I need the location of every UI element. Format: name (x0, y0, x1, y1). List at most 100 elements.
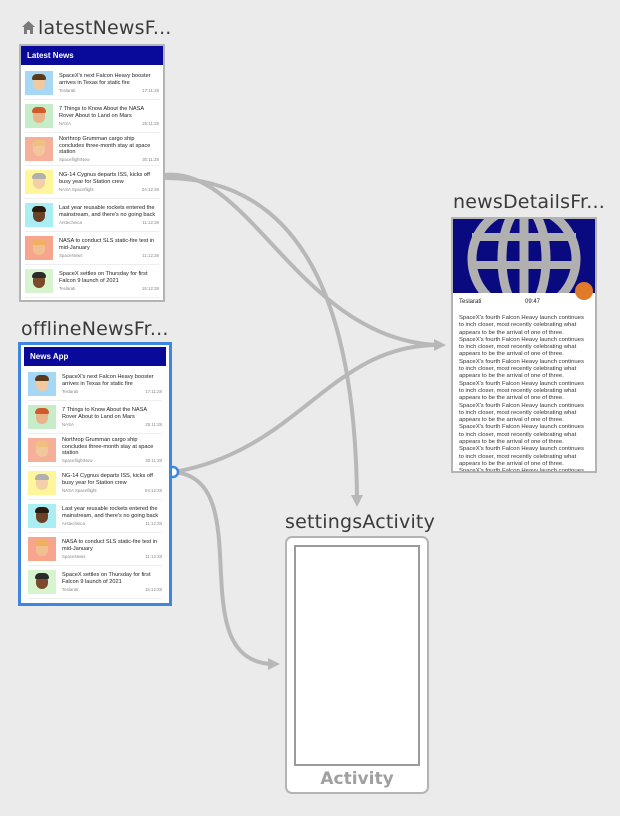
news-title: SpaceX's next Falcon Heavy booster arriv… (62, 374, 154, 387)
arrowhead-settings-left (268, 658, 280, 670)
news-time: 15:12:28 (144, 586, 162, 592)
news-title: SpaceX settles on Thursday for first Fal… (59, 271, 148, 284)
avatar-icon (25, 71, 53, 95)
globe-icon (453, 219, 595, 316)
news-title: Northrop Grumman cargo ship concludes th… (62, 437, 154, 457)
latest-news-toolbar: Latest News (21, 46, 163, 65)
details-time: 09:47 (525, 299, 541, 305)
news-time: 30:11:28 (145, 457, 162, 463)
news-details-fragment-preview[interactable]: Teslarati 09:47 SpaceX's fourth Falcon H… (451, 217, 597, 473)
avatar-icon (28, 372, 56, 396)
list-item[interactable]: Northrop Grumman cargo ship concludes th… (25, 133, 159, 166)
destination-title-latest-news-label: latestNewsF... (38, 17, 172, 39)
news-time: 25:11:28 (142, 120, 159, 126)
settings-activity-preview[interactable]: Activity (285, 536, 429, 794)
news-title: Last year reusable rockets entered the m… (62, 506, 159, 519)
details-meta-row: Teslarati 09:47 (453, 293, 595, 305)
news-source: Arstechnica (62, 520, 85, 526)
list-item[interactable]: Turksat telecom satellite set to launch … (25, 298, 159, 300)
avatar-icon (28, 504, 56, 528)
list-item[interactable]: SpaceX's next Falcon Heavy booster arriv… (28, 368, 162, 401)
latest-news-fragment-preview[interactable]: Latest News SpaceX's next Falcon Heavy b… (19, 44, 165, 302)
avatar-icon (25, 137, 53, 161)
news-time: 11:12:28 (145, 553, 162, 559)
offline-news-toolbar: News App (24, 347, 166, 366)
news-title: SpaceX settles on Thursday for first Fal… (62, 572, 151, 585)
news-source: SpaceflightNow (62, 457, 93, 463)
news-source: SpaceNews (62, 553, 86, 559)
action-arrow-offline-to-details (173, 343, 439, 474)
news-source: SpaceflightNow (59, 156, 90, 162)
news-source: NASA Spaceflight (62, 487, 97, 493)
offline-news-list: SpaceX's next Falcon Heavy booster arriv… (24, 366, 166, 606)
destination-title-settings-activity[interactable]: settingsActivity (285, 511, 436, 533)
offline-news-fragment-preview[interactable]: News App SpaceX's next Falcon Heavy boos… (18, 342, 172, 606)
news-source: SpaceNews (59, 252, 83, 258)
news-source: Teslarati (59, 285, 76, 291)
news-source: Teslarati (62, 388, 79, 394)
destination-title-news-details[interactable]: newsDetailsFr... (453, 191, 605, 213)
news-title: 7 Things to Know About the NASA Rover Ab… (62, 407, 147, 420)
list-item[interactable]: NASA to conduct SLS static-fire test in … (25, 232, 159, 265)
avatar-icon (28, 438, 56, 462)
news-source: NASA (59, 120, 71, 126)
globe-image (453, 219, 595, 316)
news-title: Last year reusable rockets entered the m… (59, 205, 156, 218)
news-time: 15:12:28 (141, 285, 159, 291)
destination-title-latest-news[interactable]: latestNewsF... (21, 17, 172, 39)
list-item[interactable]: Northrop Grumman cargo ship concludes th… (28, 434, 162, 467)
news-time: 25:11:28 (145, 421, 162, 427)
destination-title-offline-news[interactable]: offlineNewsFr... (21, 318, 169, 340)
list-item[interactable]: SpaceX settles on Thursday for first Fal… (28, 566, 162, 599)
news-source: Teslarati (62, 586, 79, 592)
news-time: 04:12:28 (141, 186, 159, 192)
news-source: Teslarati (59, 87, 76, 93)
news-source: NASA Spaceflight (59, 186, 94, 192)
avatar-icon (25, 269, 53, 293)
avatar-icon (25, 203, 53, 227)
avatar-icon (25, 236, 53, 260)
news-title: NG-14 Cygnus departs ISS, kicks off busy… (59, 172, 150, 185)
news-title: Northrop Grumman cargo ship concludes th… (59, 136, 151, 156)
news-title: NASA to conduct SLS static-fire test in … (62, 539, 158, 552)
arrowhead-details (434, 339, 446, 351)
news-title: SpaceX's next Falcon Heavy booster arriv… (59, 73, 151, 86)
news-title: NG-14 Cygnus departs ISS, kicks off busy… (62, 473, 153, 486)
action-arrow-offline-to-settings (173, 470, 273, 666)
avatar-icon (28, 471, 56, 495)
news-title: NASA to conduct SLS static-fire test in … (59, 238, 155, 251)
list-item[interactable]: 7 Things to Know About the NASA Rover Ab… (28, 401, 162, 434)
arrowhead-settings-top (351, 495, 363, 507)
news-time: 11:12:28 (142, 219, 159, 225)
list-item[interactable]: Last year reusable rockets entered the m… (28, 500, 162, 533)
action-arrow-latest-to-details (163, 172, 439, 347)
activity-type-label: Activity (320, 769, 394, 789)
avatar-icon (28, 603, 56, 606)
list-item[interactable]: NG-14 Cygnus departs ISS, kicks off busy… (25, 166, 159, 199)
list-item[interactable]: NASA to conduct SLS static-fire test in … (28, 533, 162, 566)
details-author: Teslarati (459, 299, 482, 305)
avatar-icon (25, 104, 53, 128)
favorite-fab[interactable] (575, 282, 593, 300)
news-time: 04:12:28 (144, 487, 162, 493)
list-item[interactable]: 7 Things to Know About the NASA Rover Ab… (25, 100, 159, 133)
details-body-text: SpaceX's fourth Falcon Heavy launch cont… (459, 315, 584, 473)
action-arrow-latest-to-settings (163, 176, 359, 499)
avatar-icon (25, 170, 53, 194)
start-destination-home-icon (21, 18, 36, 34)
list-item[interactable]: SpaceX's next Falcon Heavy booster arriv… (25, 67, 159, 100)
avatar-icon (28, 405, 56, 429)
news-time: 17:11:28 (142, 87, 159, 93)
latest-news-list: SpaceX's next Falcon Heavy booster arriv… (21, 65, 163, 300)
list-item[interactable]: NG-14 Cygnus departs ISS, kicks off busy… (28, 467, 162, 500)
news-time: 11:12:28 (142, 252, 159, 258)
news-time: 30:11:28 (142, 156, 159, 162)
news-title: 7 Things to Know About the NASA Rover Ab… (59, 106, 144, 119)
list-item[interactable]: Last year reusable rockets entered the m… (25, 199, 159, 232)
list-item[interactable]: SpaceX settles on Thursday for first Fal… (25, 265, 159, 298)
list-item[interactable]: Turksat telecom satellite set to launch … (28, 599, 162, 606)
news-source: Arstechnica (59, 219, 82, 225)
avatar-icon (28, 570, 56, 594)
activity-placeholder-screen (294, 545, 420, 766)
